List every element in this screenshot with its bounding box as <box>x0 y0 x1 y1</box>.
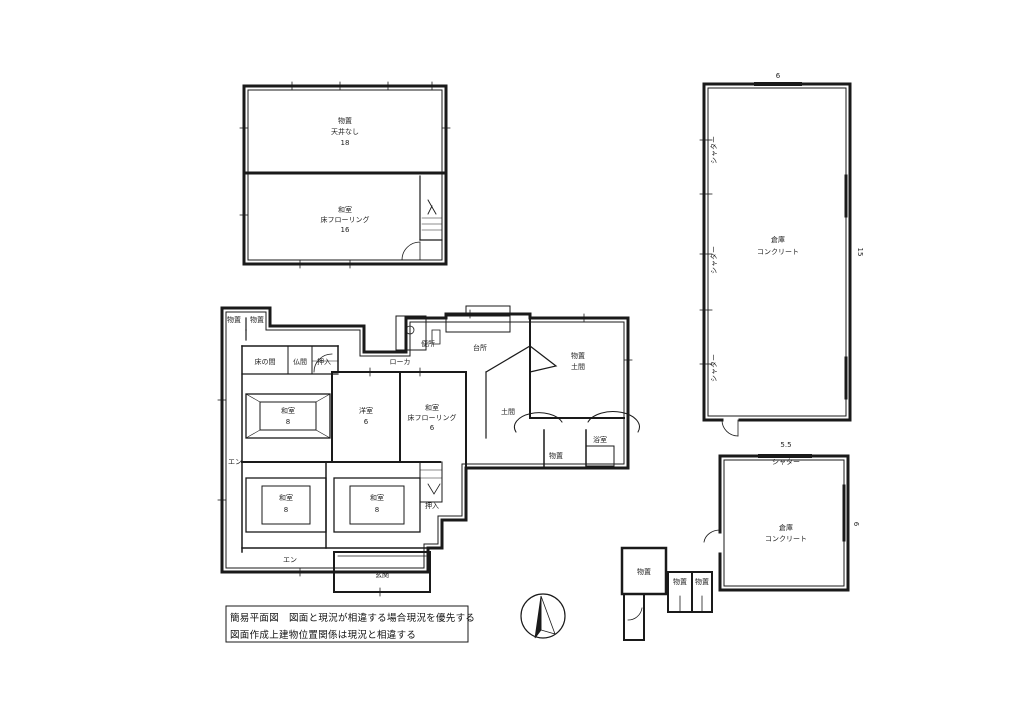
tatami-room-sw-name: 和室 <box>279 493 293 502</box>
storage-1-label: 物置 <box>227 315 241 324</box>
warehouse-large-shutter-1: シャター <box>709 136 718 164</box>
storage-earth-floor: 土間 <box>571 362 585 371</box>
notes-frame <box>225 605 469 643</box>
western-room-name: 洋室 <box>359 406 373 415</box>
upper-room-name: 和室 <box>338 205 352 214</box>
warehouse-small-outline <box>703 454 850 592</box>
warehouse-large-outline <box>699 82 852 437</box>
western-room-size: 6 <box>364 418 369 426</box>
upper-room-floor: 床フローリング <box>321 215 370 224</box>
note-line-1-text: 図面と現況が相違する場合現況を優先する <box>288 613 476 624</box>
veranda-2-label: エン <box>283 556 297 564</box>
storage-earth-name: 物置 <box>571 351 585 360</box>
tatami-room-sw-size: 8 <box>284 506 288 514</box>
warehouse-small-shutter: シャター <box>772 457 800 466</box>
warehouse-large-floor: コンクリート <box>757 248 799 256</box>
tatami-room-ne-size: 8 <box>286 418 290 426</box>
japanese-flooring-size: 6 <box>430 424 435 432</box>
upper-room-size: 16 <box>341 226 350 234</box>
upper-storage-name: 物置 <box>338 116 352 125</box>
tokonoma-label: 床の間 <box>255 357 276 366</box>
japanese-flooring-floor: 床フローリング <box>408 413 457 422</box>
shed-2-label: 物置 <box>673 577 687 586</box>
upper-storage-size: 18 <box>341 139 350 147</box>
toilet-label: 便所 <box>421 339 435 348</box>
warehouse-large-name: 倉庫 <box>771 235 785 244</box>
storage-2-label: 物置 <box>250 315 264 324</box>
note-line-1: 簡易平面図 図面と現況が相違する場合現況を優先する <box>230 610 475 624</box>
doma-label: 土間 <box>501 407 515 416</box>
warehouse-large-length: 15 <box>856 248 864 257</box>
bath-label: 浴室 <box>593 435 607 444</box>
shed-3-label: 物置 <box>695 577 709 586</box>
japanese-flooring-name: 和室 <box>425 403 439 412</box>
main-house-outline <box>217 305 640 597</box>
tatami-room-se-name: 和室 <box>370 493 384 502</box>
corridor-label: ローカ <box>390 358 411 366</box>
warehouse-small-length: 6 <box>852 522 860 527</box>
warehouse-small-name: 倉庫 <box>779 523 793 532</box>
veranda-1-label: エン <box>228 458 242 466</box>
shed-1-label: 物置 <box>637 567 651 576</box>
entrance-label: 玄関 <box>375 570 389 579</box>
tatami-room-se-size: 8 <box>375 506 379 514</box>
upper-storage-ceiling: 天井なし <box>331 127 359 136</box>
warehouse-large-shutter-3: シャター <box>709 354 718 382</box>
kitchen-label: 台所 <box>473 343 487 352</box>
oshiire-2-label: 押入 <box>425 501 439 510</box>
small-sheds-outline <box>620 546 713 641</box>
note-line-2: 図面作成上建物位置関係は現況と相違する <box>230 630 417 641</box>
warehouse-large-shutter-2: シャター <box>709 246 718 274</box>
warehouse-small-width: 5.5 <box>780 441 791 449</box>
north-arrow-icon <box>520 593 566 639</box>
butsuma-label: 仏間 <box>293 358 307 366</box>
tatami-room-ne-name: 和室 <box>281 406 295 415</box>
warehouse-large-width: 6 <box>776 72 781 80</box>
note-title: 簡易平面図 <box>230 613 280 624</box>
storage-3-label: 物置 <box>549 451 563 460</box>
warehouse-small-floor: コンクリート <box>765 535 807 543</box>
upper-floor-outline <box>239 81 451 269</box>
oshiire-1-label: 押入 <box>317 357 331 366</box>
